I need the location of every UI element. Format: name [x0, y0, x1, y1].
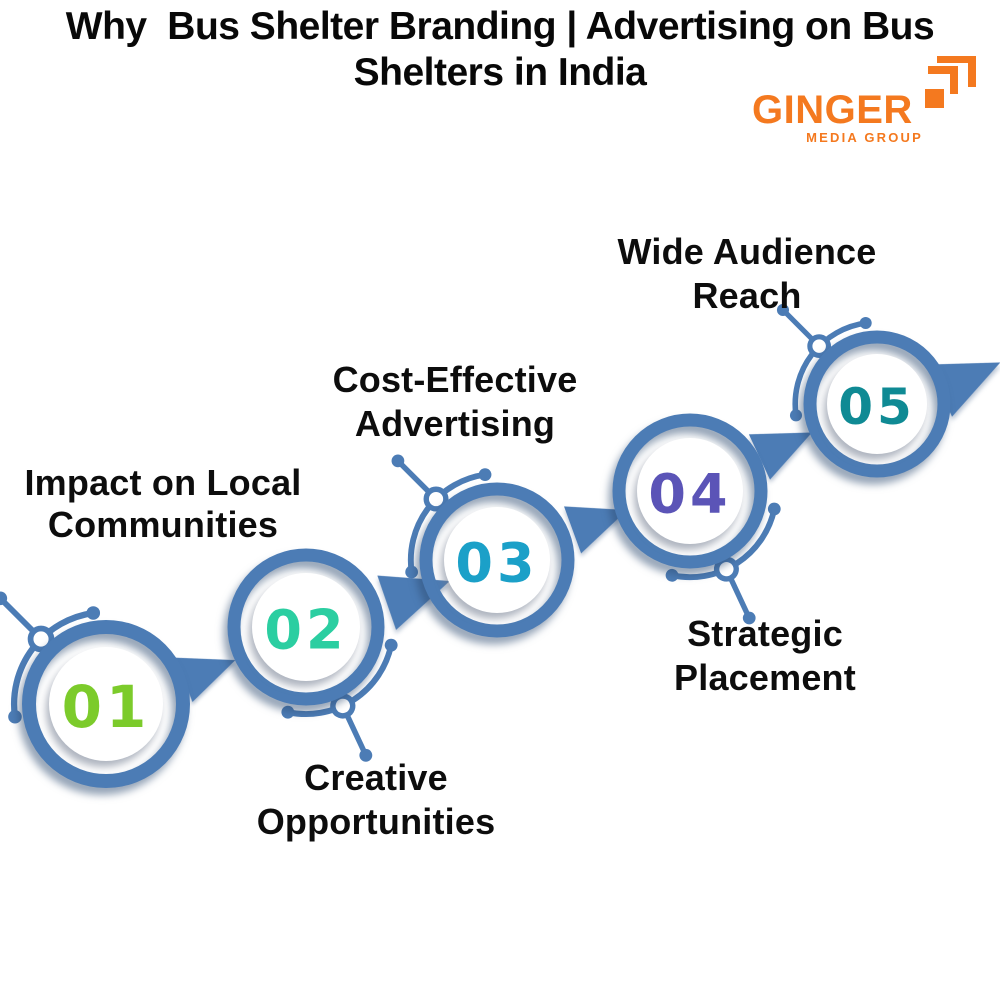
step-label-05: Wide Audience Reach: [617, 231, 877, 316]
step-03: 03: [392, 455, 575, 638]
step-05: 05: [777, 304, 951, 478]
flow-arrow: [175, 657, 236, 703]
logo-tagline: MEDIA GROUP: [806, 130, 923, 145]
step-label-04: Strategic Placement: [674, 613, 856, 698]
step-04: 04: [612, 413, 795, 626]
flow-arrow: [564, 506, 628, 554]
step-ring: [803, 330, 951, 478]
step-inner-circle: [252, 573, 360, 681]
step-inner-circle: [444, 507, 550, 613]
step-ring: [612, 413, 768, 569]
infographic-title: Why Bus Shelter Branding | Advertising o…: [65, 5, 935, 94]
step-number: 05: [838, 378, 916, 436]
growth-corner-icon: [925, 56, 976, 108]
step-number: 04: [648, 463, 731, 526]
step-number: 01: [62, 673, 151, 741]
step-number: 03: [455, 532, 538, 595]
step-ring: [419, 482, 575, 638]
step-01: 01: [0, 592, 190, 788]
step-number: 02: [264, 599, 347, 662]
step-inner-circle: [637, 438, 743, 544]
step-ring: [22, 620, 190, 788]
step-inner-circle: [49, 647, 163, 761]
step-label-01: Impact on Local Communities: [24, 462, 302, 545]
logo-brand-text: GINGER: [752, 88, 913, 132]
flow-arrow: [748, 432, 813, 480]
step-ring: [227, 548, 385, 706]
step-inner-circle: [827, 354, 927, 454]
step-label-03: Cost-Effective Advertising: [332, 359, 578, 444]
step-02: 02: [227, 548, 412, 764]
step-label-02: Creative Opportunities: [256, 757, 496, 842]
